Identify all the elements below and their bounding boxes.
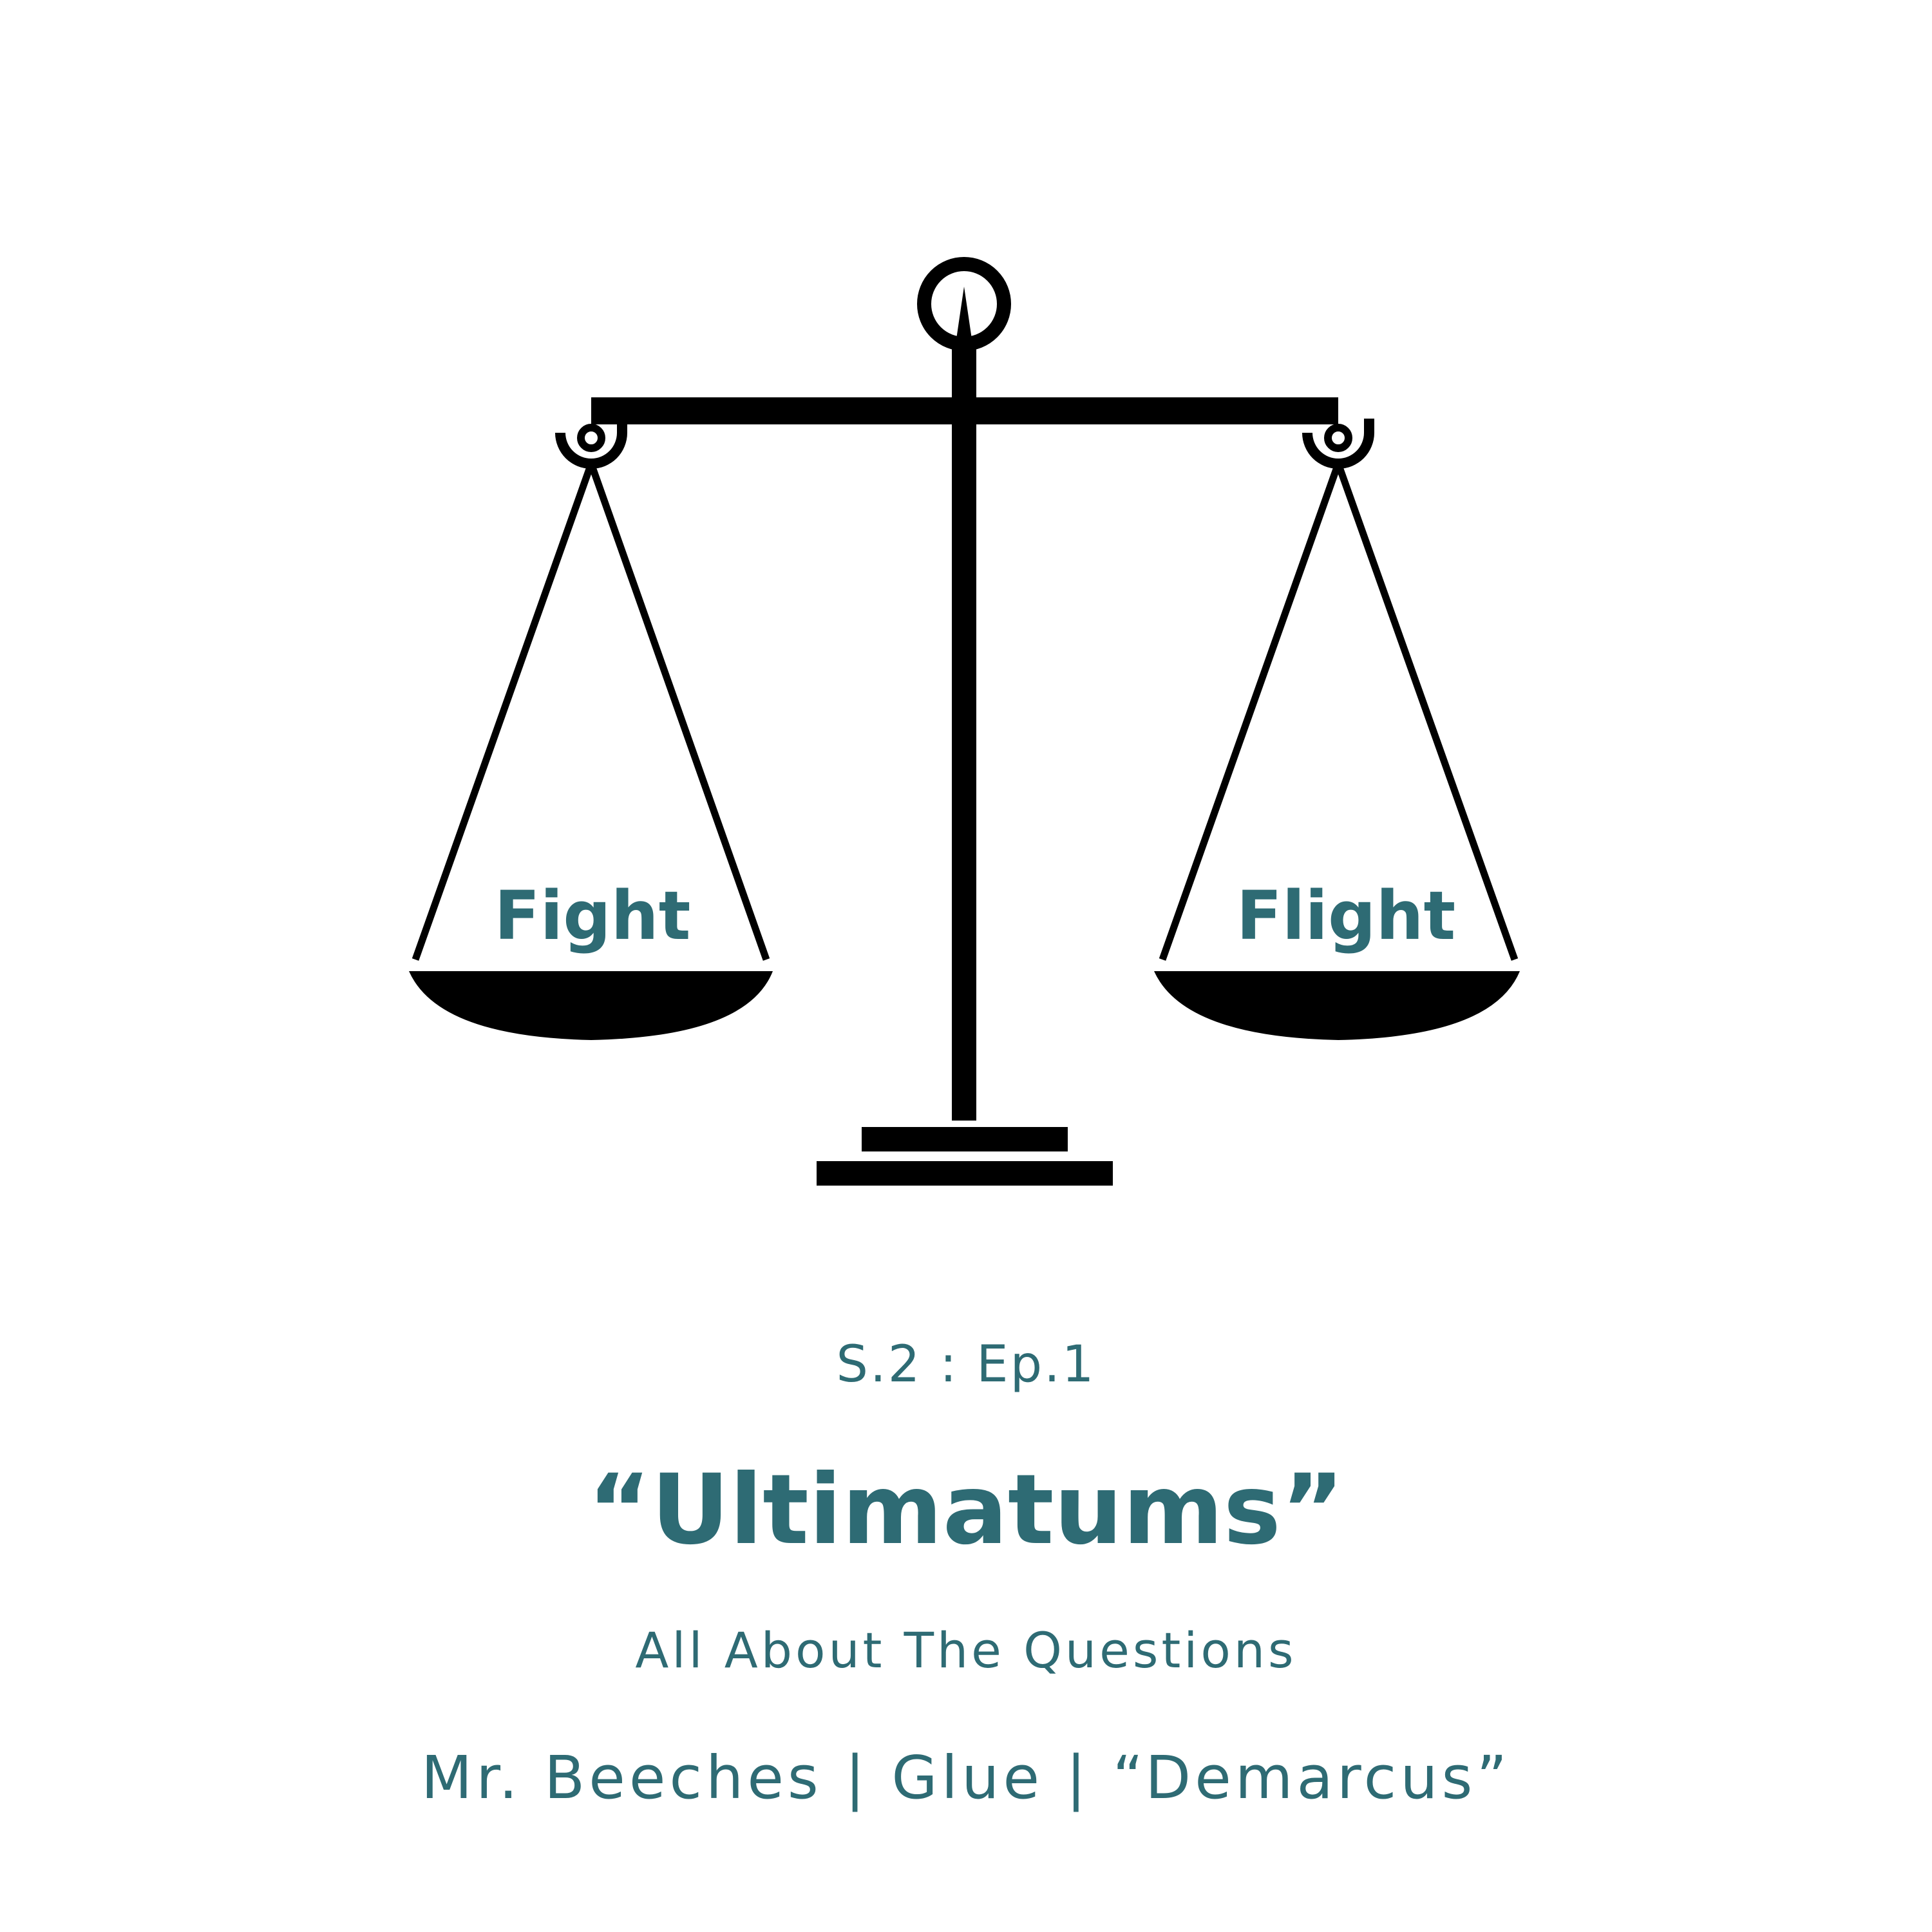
scale-left-string-outer <box>412 462 595 961</box>
scale-beam <box>591 397 1338 424</box>
episode-title: “Ultimatums” <box>587 1454 1345 1566</box>
left-pan-label: Fight <box>494 876 691 955</box>
scale-right-string-outer <box>1159 462 1342 961</box>
scale-right-string-inner <box>1334 462 1519 961</box>
scale-finial <box>955 287 973 348</box>
scale-left-hook <box>555 419 627 469</box>
scale-right-hook <box>1302 419 1374 469</box>
episode-number: S.2 : Ep.1 <box>836 1336 1096 1394</box>
right-pan-label: Flight <box>1236 876 1456 955</box>
scale-left-hook-eye <box>577 424 605 452</box>
scale-base-upper <box>862 1127 1068 1151</box>
episode-credits: Mr. Beeches | Glue | “Demarcus” <box>421 1743 1511 1812</box>
scale-left-string-inner <box>587 462 770 961</box>
scale-right-hook-eye <box>1324 424 1352 452</box>
scale-right-pan <box>1154 971 1520 1040</box>
scale-left-pan <box>409 971 773 1040</box>
show-name: All About The Questions <box>635 1622 1297 1679</box>
scale-base-lower <box>817 1161 1113 1186</box>
scale-post <box>952 341 976 1121</box>
